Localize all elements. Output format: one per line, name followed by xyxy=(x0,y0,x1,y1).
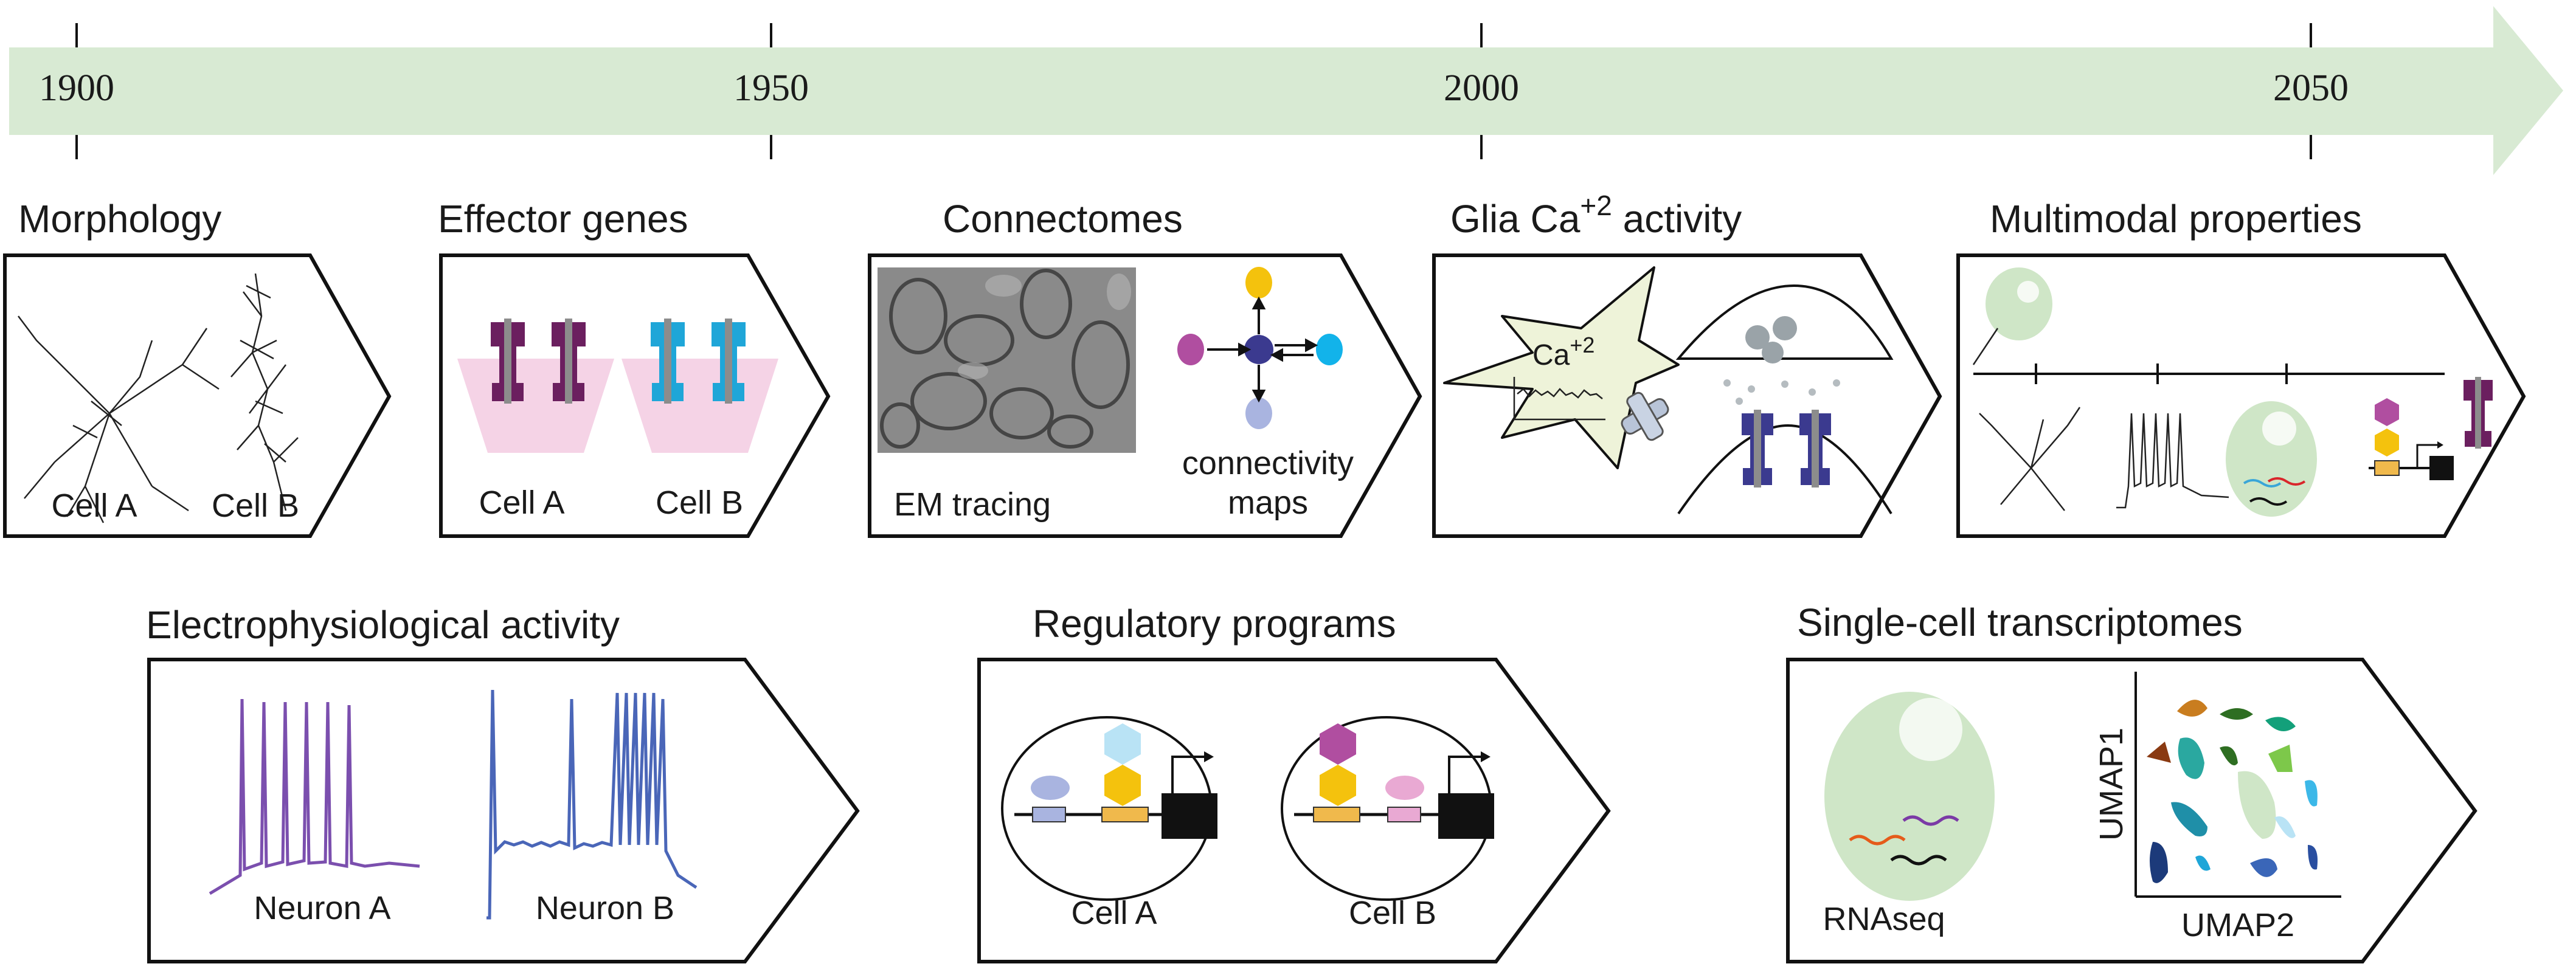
neuron-b-trace xyxy=(486,689,698,920)
cyan-channel-1 xyxy=(651,319,685,404)
electrophysiology-title: Electrophysiological activity xyxy=(146,603,620,647)
panel-effector-genes: Effector genes Cell A Cell B xyxy=(438,197,831,538)
transcript-orange xyxy=(1849,835,1906,846)
left-node xyxy=(1177,334,1204,365)
morphology-box xyxy=(3,253,392,538)
neuron-a-trace xyxy=(209,698,420,895)
regulatory-title: Regulatory programs xyxy=(1033,602,1396,646)
top-node xyxy=(1245,267,1272,298)
connectomes-title: Connectomes xyxy=(943,197,1183,241)
mini-regulatory xyxy=(2369,398,2454,480)
glia-box xyxy=(1432,253,1942,538)
mini-neuron xyxy=(1979,407,2081,511)
effector-cell-b-label: Cell B xyxy=(656,484,743,521)
mini-channel xyxy=(2463,377,2493,449)
em-tracing-label: EM tracing xyxy=(894,486,1051,523)
glia-title: Glia Ca+2 activity xyxy=(1450,190,1742,241)
panel-morphology: Morphology Cell A Cell B xyxy=(3,197,392,538)
purple-channel-1 xyxy=(491,319,525,404)
timeline-tick-1950: 1950 xyxy=(733,23,809,159)
umap-plot: UMAP2 UMAP1 xyxy=(2093,672,2341,943)
panel-connectomes: Connectomes EM tracing xyxy=(868,197,1422,538)
mini-spike-train xyxy=(2116,413,2229,509)
cyan-channel-2 xyxy=(712,319,746,404)
rnaseq-label: RNAseq xyxy=(1823,901,1945,937)
center-node xyxy=(1244,335,1273,364)
effector-cell-a-label: Cell A xyxy=(479,484,564,521)
right-node xyxy=(1316,334,1343,365)
neuron-b-label: Neuron B xyxy=(536,890,674,926)
regulatory-cell-a-label: Cell A xyxy=(1071,895,1157,931)
connectivity-map xyxy=(1177,267,1343,429)
calcium-trace xyxy=(1513,377,1605,421)
umap-y-axis-label: UMAP1 xyxy=(2093,728,2130,841)
neuron-a-label: Neuron A xyxy=(254,890,390,926)
regulatory-cell-a-contents xyxy=(1014,723,1217,839)
year-label-2000: 2000 xyxy=(1444,67,1519,109)
transcript-purple xyxy=(1902,815,1959,826)
regulatory-cell-b-label: Cell B xyxy=(1349,895,1436,931)
morphology-cell-b-label: Cell B xyxy=(212,488,299,524)
connectivity-label: connectivity xyxy=(1182,445,1354,481)
timeline: 1900 1950 2000 2050 xyxy=(9,6,2563,175)
umap-x-axis-label: UMAP2 xyxy=(2181,907,2294,943)
year-label-1950: 1950 xyxy=(733,67,809,109)
timeline-tick-2000: 2000 xyxy=(1444,23,1519,159)
transcript-black xyxy=(1890,855,1947,866)
morphology-cell-a-label: Cell A xyxy=(51,488,137,524)
maps-label: maps xyxy=(1228,484,1308,521)
panel-glia: Glia Ca+2 activity Ca+2 xyxy=(1432,190,1942,538)
neuron-b-drawing xyxy=(230,273,299,511)
timeline-tick-2050: 2050 xyxy=(2273,23,2349,159)
panel-multimodal: Multimodal properties xyxy=(1956,197,2526,538)
timeline-tick-1900: 1900 xyxy=(39,23,114,159)
morphology-title: Morphology xyxy=(18,197,221,241)
em-image xyxy=(878,267,1136,453)
astrocyte-ca-label: Ca+2 xyxy=(1532,332,1594,371)
year-label-1900: 1900 xyxy=(39,67,114,109)
transcriptomes-title: Single-cell transcriptomes xyxy=(1797,601,2243,644)
multimodal-title: Multimodal properties xyxy=(1990,197,2362,241)
neuron-a-drawing xyxy=(18,315,220,523)
effector-genes-title: Effector genes xyxy=(438,197,688,241)
small-cell-icon xyxy=(1986,267,2052,340)
year-label-2050: 2050 xyxy=(2273,67,2349,109)
panel-regulatory: Regulatory programs Cell A xyxy=(977,602,1611,963)
gap-junction xyxy=(1621,391,1669,441)
timeline-arrow xyxy=(9,6,2563,175)
panel-transcriptomes: Single-cell transcriptomes RNAseq xyxy=(1786,601,2477,963)
synapse-drawing xyxy=(1675,284,1894,515)
panel-electrophysiology: Electrophysiological activity Neuron A N… xyxy=(146,603,860,963)
regulatory-cell-b-contents xyxy=(1294,723,1494,839)
bottom-node xyxy=(1245,398,1272,429)
purple-channel-2 xyxy=(552,319,586,404)
astrocyte-star xyxy=(1443,266,1680,469)
umap-clusters xyxy=(2147,700,2318,883)
